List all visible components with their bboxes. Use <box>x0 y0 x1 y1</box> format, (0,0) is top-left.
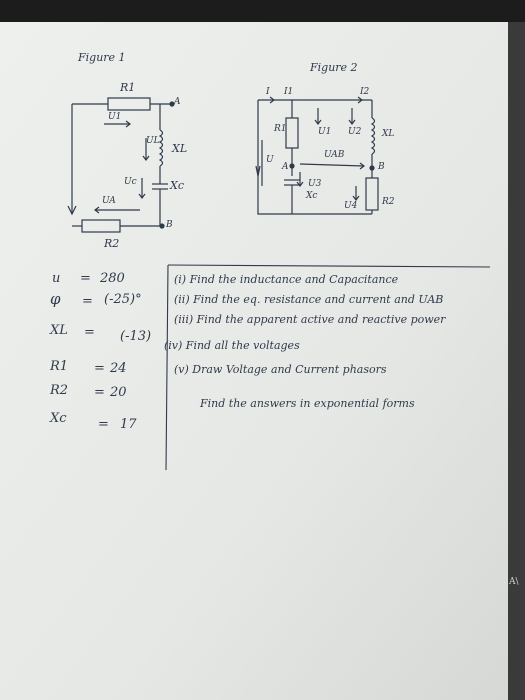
fig1-label-r1: R1 <box>120 81 136 94</box>
given-value-r2: 20 <box>110 385 127 400</box>
fig2-label-b: B <box>378 162 385 172</box>
figure-2-title: Figure 2 <box>310 61 358 74</box>
fig2-label-xc: Xc <box>306 191 318 201</box>
task-item: (iii) Find the apparent active and react… <box>174 313 446 326</box>
figure-1-circuit <box>67 97 175 233</box>
given-eq-xc: = <box>98 417 109 432</box>
given-eq-xl: = <box>84 325 95 340</box>
given-name-phi: φ <box>50 290 61 308</box>
fig2-label-u: U <box>266 155 274 165</box>
given-eq-r1: = <box>94 361 105 376</box>
given-eq-r2: = <box>94 385 105 400</box>
figure-2-circuit <box>255 96 379 215</box>
exponential-form-note: Find the answers in exponential forms <box>200 397 415 410</box>
fig2-label-i2: I2 <box>360 87 370 97</box>
fig1-label-ul: UL <box>146 136 160 146</box>
fig2-label-u4: U4 <box>344 201 358 211</box>
given-name-xl: XL <box>50 323 68 338</box>
task-item: (i) Find the inductance and Capacitance <box>174 273 399 286</box>
fig1-label-uc: Uc <box>124 177 137 187</box>
edge-mark: A\ <box>509 577 519 587</box>
given-name-r1: R1 <box>50 359 69 374</box>
given-name-xc: Xc <box>50 411 67 426</box>
fig2-label-uab: UAB <box>324 150 345 160</box>
fig2-label-r2: R2 <box>382 197 395 207</box>
fig1-label-xc: Xc <box>170 179 184 192</box>
answer-table-lines <box>165 264 491 471</box>
fig1-label-b: B <box>166 220 173 230</box>
given-value-r1: 24 <box>110 361 127 376</box>
given-eq-u: = <box>80 271 91 286</box>
fig2-label-u2: U2 <box>348 127 362 137</box>
fig1-label-u1: U1 <box>108 112 122 122</box>
fig2-label-u1: U1 <box>318 127 332 137</box>
fig2-label-i: I <box>266 87 270 97</box>
fig1-label-a: A <box>174 97 181 107</box>
given-eq-phi: = <box>82 294 93 309</box>
given-value-xc: 17 <box>120 417 137 432</box>
task-item: (ii) Find the eq. resistance and current… <box>174 293 444 306</box>
given-value-xl: (-13) <box>120 329 152 344</box>
given-value-phi: (-25)° <box>104 292 142 307</box>
fig1-label-xl: XL <box>172 142 188 155</box>
fig1-label-r2: R2 <box>104 237 120 250</box>
given-name-r2: R2 <box>50 383 69 398</box>
fig2-label-a: A <box>282 162 289 172</box>
given-value-u: 280 <box>100 271 125 286</box>
figure-1-title: Figure 1 <box>78 51 126 64</box>
fig2-label-i1: I1 <box>284 87 294 97</box>
given-name-u: u <box>52 271 61 286</box>
task-item: (iv) Find all the voltages <box>164 339 300 352</box>
fig2-label-r1: R1 <box>274 124 287 134</box>
fig2-label-u3: U3 <box>308 179 322 189</box>
fig2-label-xl: XL <box>382 129 395 139</box>
task-item: (v) Draw Voltage and Current phasors <box>174 363 387 376</box>
fig1-label-u: UA <box>102 196 116 206</box>
